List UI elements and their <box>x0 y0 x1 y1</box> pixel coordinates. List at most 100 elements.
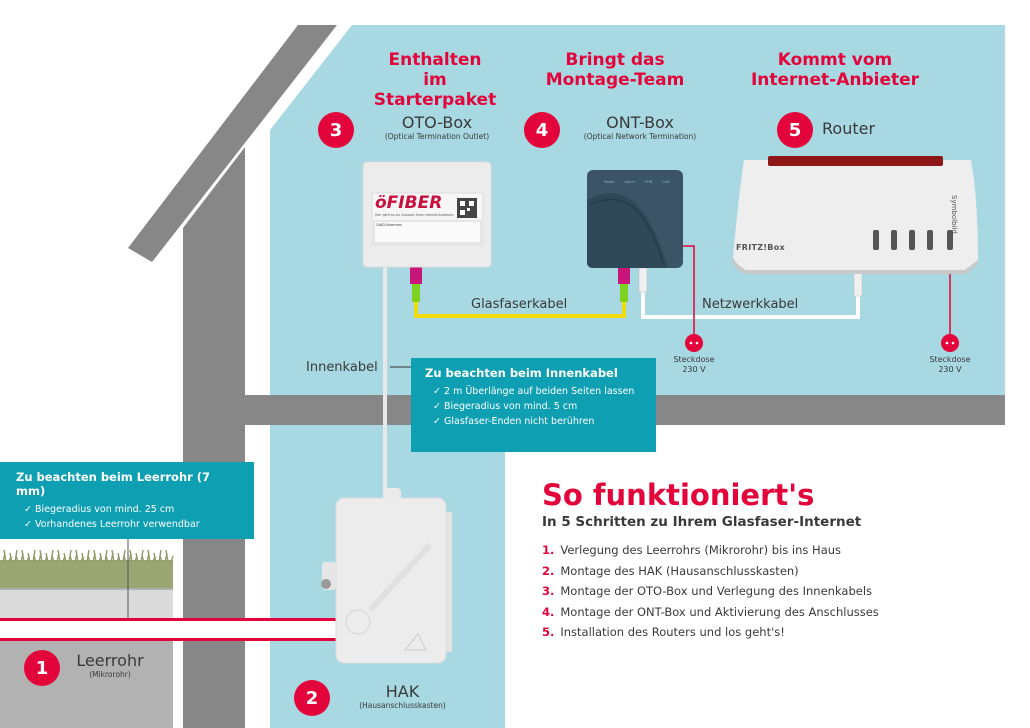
leerrohr-duct-bottom-edge <box>0 638 336 641</box>
router-button <box>909 230 915 250</box>
hak-box-device <box>321 488 452 664</box>
note-item: ✓ Biegeradius von mind. 25 cm <box>16 502 240 517</box>
step-item: 2.Montage des HAK (Hausanschlusskasten) <box>542 561 1012 582</box>
note-item: ✓ 2 m Überlänge auf beiden Seiten lassen <box>425 384 642 399</box>
router-button <box>927 230 933 250</box>
note-title: Zu beachten beim Innenkabel <box>425 366 618 380</box>
step-text: Verlegung des Leerrohrs (Mikrorohr) bis … <box>560 543 842 557</box>
category-heading-line: Internet-Anbieter <box>750 70 920 90</box>
grass-blade <box>9 552 13 563</box>
category-heading-line: Kommt vom <box>777 50 893 70</box>
category-heading-internet-provider: Kommt vom Internet-Anbieter <box>750 50 920 90</box>
oto-small-text: Hier geht es zur Auswahl Ihres Internet-… <box>375 213 454 217</box>
category-heading-line: Enthalten <box>388 50 482 70</box>
device-subtitle: (Mikrorohr) <box>89 670 131 679</box>
power-socket-icon <box>941 334 959 352</box>
fiber-cable <box>414 300 626 318</box>
category-heading-line: Montage-Team <box>545 70 685 90</box>
note-item: ✓ Vorhandenes Leerrohr verwendbar <box>16 517 240 532</box>
device-title: Leerrohr <box>76 651 144 670</box>
fiber-connector-ont <box>618 266 630 284</box>
grass-blade <box>69 555 73 563</box>
indoor-cable <box>383 262 387 492</box>
hak-label: HAK (Hausanschlusskasten) <box>340 683 465 711</box>
grass-blade <box>99 552 103 563</box>
category-heading-line: im Starterpaket <box>373 70 497 110</box>
grass-blade <box>165 549 169 563</box>
ont-led-label: LAN <box>662 180 670 184</box>
rj45-plug-ont <box>638 267 648 293</box>
power-socket-icon <box>685 334 703 352</box>
grass-blade <box>57 549 61 563</box>
check-icon: ✓ <box>24 504 32 515</box>
grass-blade <box>87 555 91 563</box>
grass-blade <box>135 552 139 563</box>
category-heading-installation-team: Bringt das Montage-Team <box>540 50 690 90</box>
outer-wall <box>183 147 245 728</box>
grass-blade <box>93 549 97 563</box>
note-item-text: Biegeradius von mind. 5 cm <box>444 401 578 412</box>
router-label: Router <box>822 119 876 138</box>
device-subtitle: (Hausanschlusskasten) <box>359 701 446 710</box>
ont-box-device <box>587 170 683 268</box>
router-button <box>947 230 953 250</box>
router-button <box>873 230 879 250</box>
step-item: 3.Montage der OTO-Box und Verlegung des … <box>542 581 1012 602</box>
router-brand-logo: FRITZ!Box <box>736 243 785 252</box>
step-number: 1. <box>542 543 555 557</box>
step-text: Installation des Routers und los geht's! <box>560 625 785 639</box>
grass-blade <box>75 549 79 563</box>
socket-label-line: Steckdose <box>673 355 715 364</box>
oto-brand-logo: öFIBER <box>375 193 443 213</box>
ground-gravel <box>0 590 173 620</box>
socket-label-line: 230 V <box>938 365 962 374</box>
category-heading-starter-package: Enthalten im Starterpaket <box>360 50 510 110</box>
check-icon: ✓ <box>433 386 441 397</box>
ont-led-label: Alarm <box>624 180 635 184</box>
note-item-text: Vorhandenes Leerrohr verwendbar <box>35 519 200 530</box>
image-disclaimer: Symbolbild <box>950 195 958 234</box>
grass-blade <box>111 549 115 563</box>
oto-box-device <box>362 161 492 268</box>
grass-blade <box>141 555 145 563</box>
grass-blade <box>39 549 43 563</box>
indoor-cable-label: Innenkabel <box>306 360 378 375</box>
fiber-cable-label: Glasfaserkabel <box>471 297 568 312</box>
ont-led-label: Power <box>604 180 615 184</box>
device-subtitle: (Optical Network Termination) <box>583 132 697 141</box>
step-number: 5. <box>542 625 555 639</box>
step-number: 4. <box>542 604 555 619</box>
step-badge-2: 2 <box>294 680 330 716</box>
grass-blade <box>123 555 127 563</box>
grass-blade <box>27 552 31 563</box>
step-badge-5: 5 <box>777 112 813 148</box>
note-leerrohr: Zu beachten beim Leerrohr (7 mm) ✓ Biege… <box>0 462 254 539</box>
grass-blade <box>170 555 174 563</box>
fiber-connector-oto-boot <box>412 284 420 302</box>
grass-blade <box>147 549 151 563</box>
grass-blade <box>51 555 55 563</box>
device-subtitle: (Optical Termination Outlet) <box>384 132 490 141</box>
grass-blade <box>159 555 163 563</box>
step-number: 3. <box>542 584 555 598</box>
socket-label-line: Steckdose <box>929 355 971 364</box>
check-icon: ✓ <box>24 519 32 530</box>
grass-blade <box>117 552 121 563</box>
step-item: 4. Montage der ONT-Box und Aktivierung de… <box>542 602 1012 623</box>
step-text: Montage des HAK (Hausanschlusskasten) <box>560 563 799 578</box>
note-innenkabel: Zu beachten beim Innenkabel ✓ 2 m Überlä… <box>411 358 656 452</box>
note-item-text: 2 m Überlänge auf beiden Seiten lassen <box>444 386 635 397</box>
step-badge-4: 4 <box>524 112 560 148</box>
grass-blade <box>15 555 19 563</box>
grass-blade <box>105 555 109 563</box>
leerrohr-duct <box>0 618 336 640</box>
step-badge-3: 3 <box>318 112 354 148</box>
device-title: OTO-Box <box>401 113 473 132</box>
grass-blade <box>3 549 7 563</box>
step-text: Montage der ONT-Box und Aktivierung des … <box>560 604 879 619</box>
steps-section: So funktioniert's In 5 Schritten zu Ihre… <box>542 478 1012 643</box>
router-device <box>733 156 978 274</box>
fiber-connector-ont-boot <box>620 284 628 302</box>
oto-field-label: OAID-Nummer: <box>376 223 403 227</box>
